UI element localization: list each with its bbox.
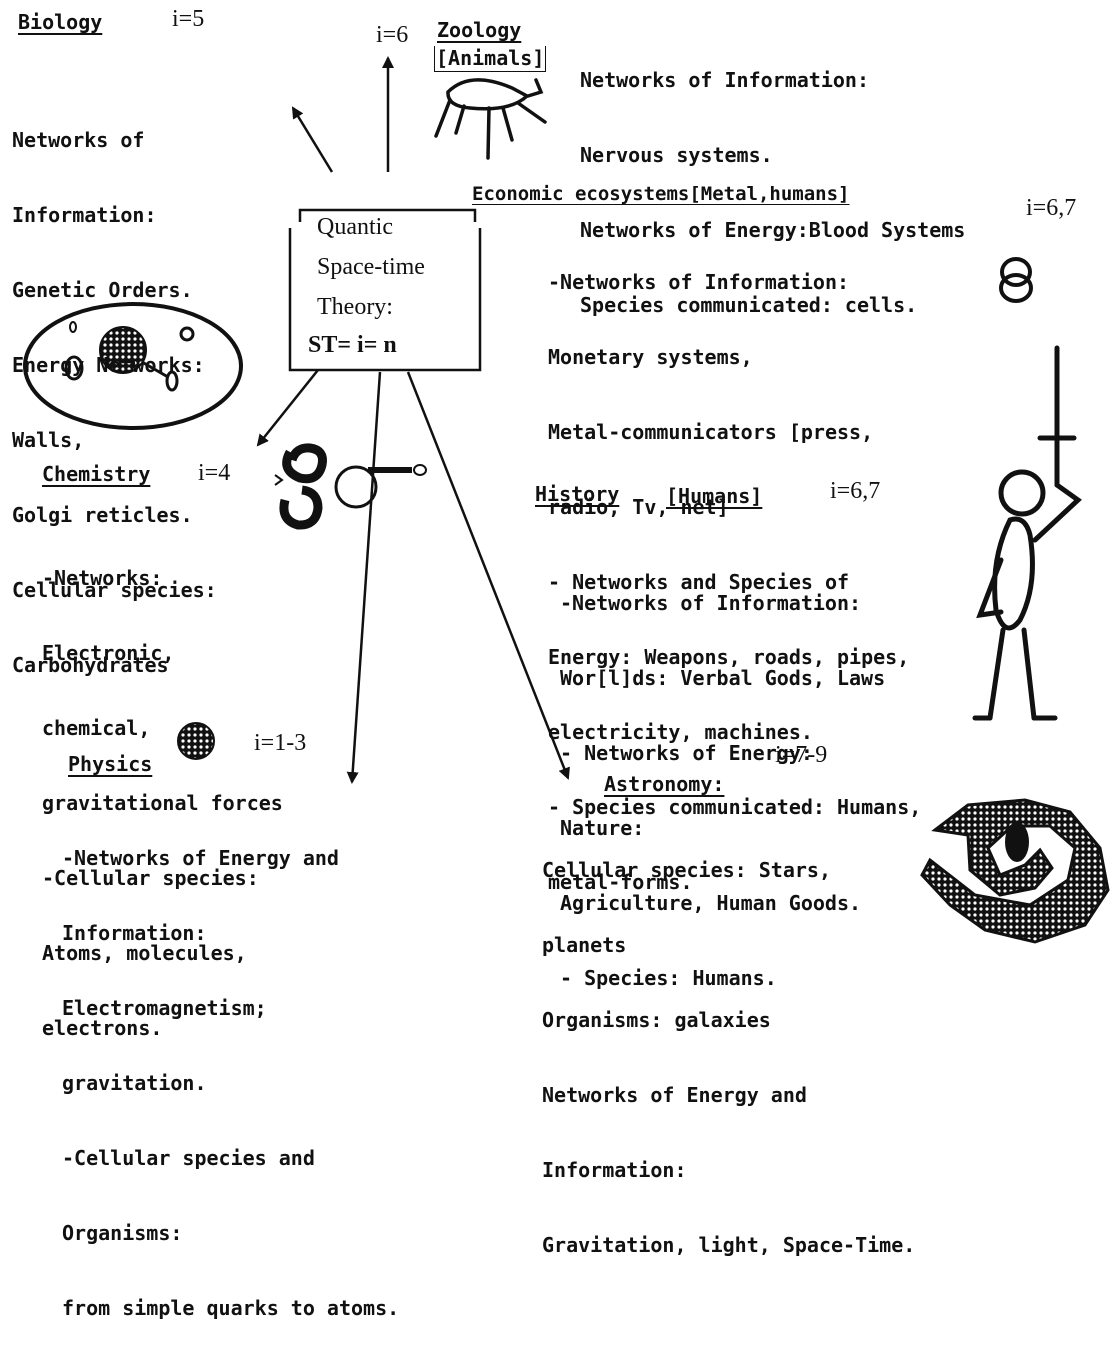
biology-line: Information:: [12, 203, 157, 227]
chemistry-line: chemical,: [42, 716, 151, 740]
arrow-to-biology: [291, 106, 334, 173]
chemistry-title: Chemistry: [42, 462, 151, 486]
history-line: - Networks of Energy:: [560, 741, 813, 765]
physics-index: i=1-3: [254, 730, 307, 756]
biology-line: Carbohydrates: [12, 653, 169, 677]
economic-line: - Species communicated: Humans,: [548, 795, 922, 819]
chemistry-line: -Cellular species:: [42, 866, 259, 890]
biology-title: Biology: [18, 10, 103, 34]
astronomy-line: Cellular species: Stars,: [542, 858, 831, 882]
physics-line: -Networks of Energy and: [62, 846, 339, 870]
economic-line: metal-forms.: [548, 870, 693, 894]
economic-line: Energy: Weapons, roads, pipes,: [548, 645, 910, 669]
biology-index: i=5: [172, 6, 205, 32]
economic-line: electricity, machines.: [548, 720, 813, 744]
zoology-index: i=6: [376, 22, 409, 48]
physics-line: gravitation.: [62, 1071, 207, 1095]
zoology-text: Networks of Information: Nervous systems…: [580, 18, 965, 343]
physics-title: Physics: [68, 752, 153, 776]
arrow-to-chemistry: [256, 369, 319, 447]
biology-line: Genetic Orders.: [12, 278, 193, 302]
history-subtitle: [Humans]: [666, 484, 763, 508]
astronomy-line: planets: [542, 933, 627, 957]
history-title: History: [535, 482, 620, 506]
chemistry-line: -Networks:: [42, 566, 163, 590]
galaxy-sketch: [920, 798, 1110, 944]
history-line: - Species: Humans.: [560, 966, 777, 990]
center-line-3: Theory:: [317, 294, 393, 320]
economic-title: Economic ecosystems[Metal,humans]: [472, 183, 850, 205]
biology-line: Energy Networks:: [12, 353, 205, 377]
arrow-to-astronomy: [406, 371, 570, 780]
astronomy-text: Cellular species: Stars, planets Organis…: [542, 808, 915, 1283]
history-line: Nature:: [560, 816, 645, 840]
chemistry-line: Atoms, molecules,: [42, 941, 247, 965]
biology-line: Networks of: [12, 128, 145, 152]
zoology-line: Nervous systems.: [580, 143, 773, 167]
history-text: -Networks of Information: Wor[l]ds: Verb…: [560, 541, 885, 1016]
center-line-2: Space-time: [317, 254, 425, 280]
atoms-sketch: [274, 443, 427, 530]
astronomy-title: Astronomy:: [604, 772, 725, 796]
animal-sketch: [434, 78, 547, 160]
zoology-line: Networks of Energy:Blood Systems: [580, 218, 966, 242]
history-line: -Networks of Information:: [560, 591, 862, 615]
zoology-title: Zoology: [437, 18, 522, 42]
physics-text: -Networks of Energy and Information: Ele…: [62, 796, 399, 1346]
astronomy-line: Networks of Energy and: [542, 1083, 807, 1107]
physics-line: Information:: [62, 921, 207, 945]
rings-sketch: [999, 257, 1033, 303]
astronomy-index: i=7-9: [775, 742, 828, 768]
economic-line: radio, Tv, net]: [548, 495, 729, 519]
center-line-1: Quantic: [317, 214, 393, 240]
history-line: Agriculture, Human Goods.: [560, 891, 862, 915]
astronomy-line: Organisms: galaxies: [542, 1008, 771, 1032]
economic-index: i=6,7: [1026, 195, 1077, 221]
astronomy-line: Information:: [542, 1158, 687, 1182]
zoology-line: Networks of Information:: [580, 68, 869, 92]
physics-line: Organisms:: [62, 1221, 183, 1245]
physics-line: Electromagnetism;: [62, 996, 267, 1020]
biology-text: Networks of Information: Genetic Orders.…: [12, 78, 217, 703]
cell-sketch: [23, 302, 243, 430]
chemistry-line: gravitational forces: [42, 791, 283, 815]
stick-figure: [972, 345, 1082, 721]
history-index: i=6,7: [830, 478, 881, 504]
history-line: Wor[l]ds: Verbal Gods, Laws: [560, 666, 886, 690]
economic-line: - Networks and Species of: [548, 570, 850, 594]
arrow-to-physics: [346, 371, 382, 784]
physics-line: -Cellular species and: [62, 1146, 315, 1170]
atom-blob: [177, 722, 215, 760]
chemistry-line: Electronic,: [42, 641, 175, 665]
biology-line: Golgi reticles.: [12, 503, 193, 527]
biology-line: Walls,: [12, 428, 85, 452]
center-formula: ST= i= n: [308, 332, 397, 358]
astronomy-line: Gravitation, light, Space-Time.: [542, 1233, 916, 1257]
physics-line: from simple quarks to atoms.: [62, 1296, 400, 1320]
diagram-artwork: [23, 56, 1110, 944]
zoology-subtitle: [Animals]: [434, 46, 547, 72]
economic-line: Monetary systems,: [548, 345, 753, 369]
arrows: [256, 56, 570, 784]
biology-line: Cellular species:: [12, 578, 217, 602]
economic-line: -Networks of Information:: [548, 270, 850, 294]
chemistry-index: i=4: [198, 460, 231, 486]
zoology-line: Species communicated: cells.: [580, 293, 918, 317]
economic-text: -Networks of Information: Monetary syste…: [548, 220, 921, 920]
center-box-frame: [288, 208, 482, 372]
economic-line: Metal-communicators [press,: [548, 420, 874, 444]
